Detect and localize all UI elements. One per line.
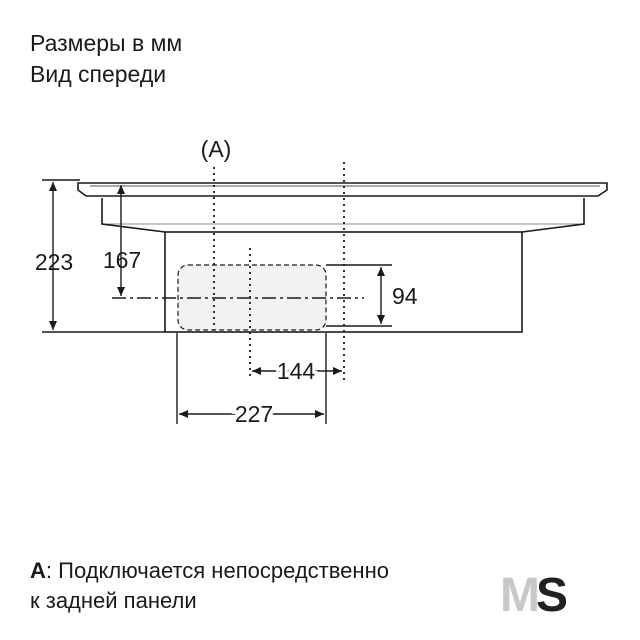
label-a: (A) — [201, 136, 232, 162]
label-144: 144 — [277, 358, 316, 384]
logo-letter-s: S — [535, 569, 568, 622]
cooktop-top-plate — [77, 182, 608, 197]
legend-key: A — [30, 558, 46, 583]
dimension-duct-height — [326, 264, 392, 327]
logo-letter-m: M — [500, 569, 540, 622]
legend-text-1: Подключается непосредственно — [52, 558, 389, 583]
brand-logo: MS — [500, 569, 568, 622]
legend-separator: : — [45, 558, 53, 583]
dimension-total-height — [42, 179, 165, 333]
units-caption: Размеры в мм — [30, 30, 183, 56]
label-94: 94 — [392, 283, 418, 309]
duct-outlet — [177, 264, 327, 331]
diagram-heading: Размеры в мм Вид спереди — [30, 28, 182, 90]
label-223: 223 — [35, 249, 73, 275]
legend-note-line-1: A: Подключается непосредственно — [30, 556, 389, 586]
center-lines — [213, 162, 345, 382]
legend-note: A: Подключается непосредственно к задней… — [30, 556, 389, 616]
dimension-duct-width — [176, 333, 327, 424]
label-167: 167 — [103, 247, 141, 273]
label-227: 227 — [235, 401, 273, 427]
legend-text-2: к задней панели — [30, 588, 197, 613]
cooktop-frame — [101, 198, 585, 233]
view-caption: Вид спереди — [30, 61, 167, 87]
